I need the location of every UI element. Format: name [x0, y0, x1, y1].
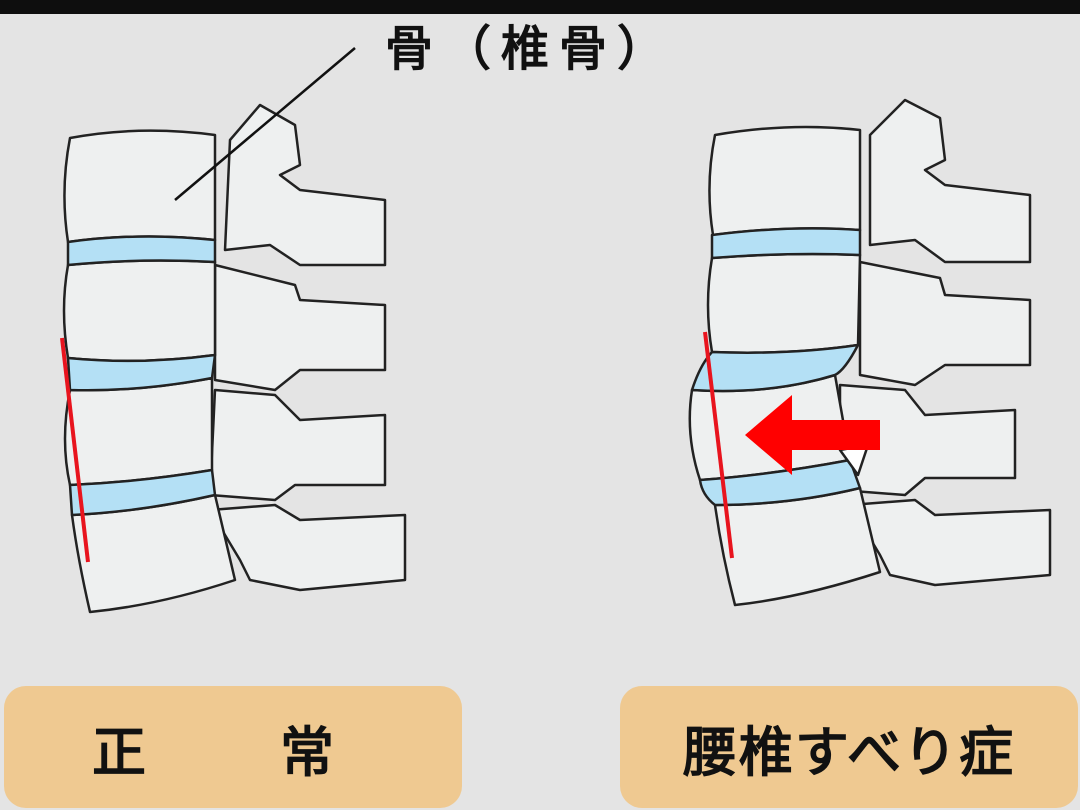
label-normal: 正 常: [4, 686, 462, 808]
intervertebral-disc: [698, 458, 862, 507]
vertebra-process: [868, 98, 1032, 264]
slipped-spine: [688, 98, 1052, 607]
intervertebral-disc: [690, 343, 860, 393]
alignment-line: [60, 337, 90, 563]
top-bar: [0, 0, 1080, 14]
vertebral-body: [708, 125, 862, 237]
vertebral-body: [62, 259, 217, 363]
vertebral-body: [706, 252, 862, 354]
vertebra-process: [848, 498, 1052, 587]
alignment-line: [703, 331, 734, 559]
intervertebral-disc: [710, 227, 862, 260]
vertebra-process: [223, 103, 387, 267]
intervertebral-disc: [66, 353, 217, 392]
callout-line: [174, 47, 356, 201]
vertebral-body: [63, 376, 214, 487]
vertebra-process: [208, 503, 407, 592]
slip-direction-arrow-icon: [745, 395, 880, 475]
intervertebral-disc: [66, 235, 217, 267]
intervertebral-disc: [68, 468, 217, 517]
vertebra-process: [213, 263, 387, 392]
callout-label: 骨（椎骨）: [385, 21, 676, 77]
vertebra-process: [208, 388, 387, 502]
vertebra-process: [858, 260, 1032, 387]
normal-spine: [62, 103, 407, 614]
label-spondylolisthesis: 腰椎すべり症: [620, 686, 1078, 808]
